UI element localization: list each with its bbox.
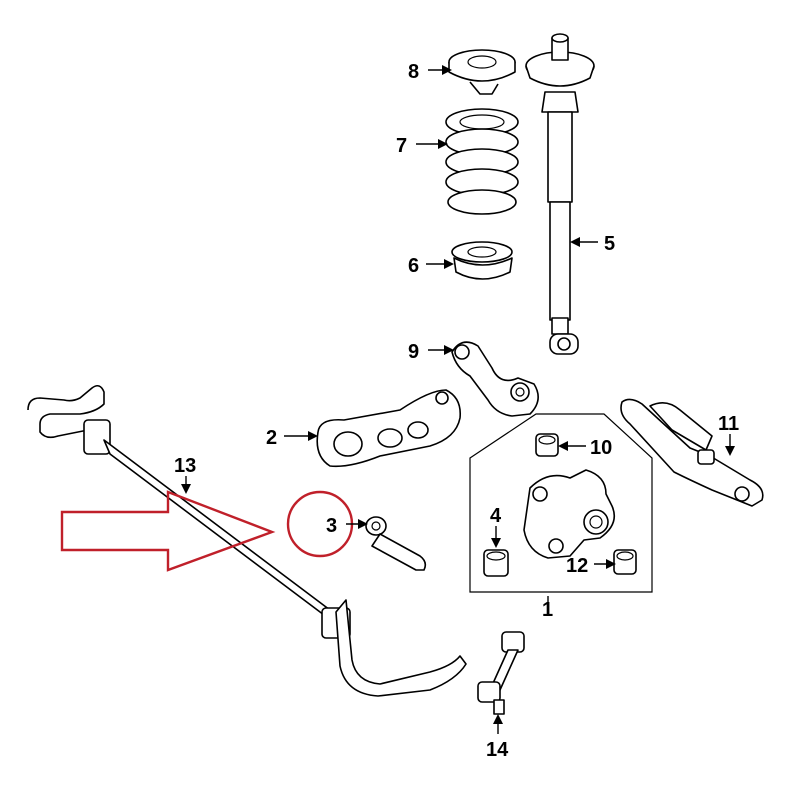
callout-13: 13 (174, 455, 196, 477)
knuckle-assembly-part (523, 469, 616, 559)
coil-spring-part (445, 108, 519, 215)
callout-6: 6 (408, 255, 419, 277)
callout-8: 8 (408, 61, 419, 83)
callout-5: 5 (604, 233, 615, 255)
assembly-group-outline (469, 413, 653, 593)
callout-7: 7 (396, 135, 407, 157)
callout-11: 11 (718, 413, 739, 435)
callout-2: 2 (266, 427, 277, 449)
trailing-arm-part (620, 398, 764, 507)
callout-10: 10 (590, 437, 612, 459)
highlight-arrow (60, 490, 276, 572)
link-part (365, 516, 427, 571)
bushing-12-part (613, 549, 637, 575)
callout-14: 14 (486, 739, 509, 761)
stabilizer-bar-part (27, 384, 467, 697)
highlight-circle (286, 490, 354, 558)
shock-absorber-part (525, 33, 595, 355)
callout-12: 12 (566, 555, 588, 577)
lower-spring-link-part (316, 389, 462, 468)
upper-spring-seat-part (448, 49, 516, 95)
lower-spring-seat-part (451, 241, 513, 280)
callout-labels: 8 7 6 5 9 2 10 11 13 3 4 12 1 14 (174, 61, 739, 761)
upper-control-arm-part (451, 341, 539, 417)
callout-9: 9 (408, 341, 419, 363)
bushing-4-part (483, 549, 509, 577)
leader-lines (181, 65, 735, 734)
callout-4: 4 (490, 505, 502, 527)
bushing-10-part (535, 433, 559, 457)
callout-1: 1 (542, 599, 553, 621)
callout-3: 3 (326, 515, 337, 537)
stabilizer-link-part (477, 631, 525, 715)
